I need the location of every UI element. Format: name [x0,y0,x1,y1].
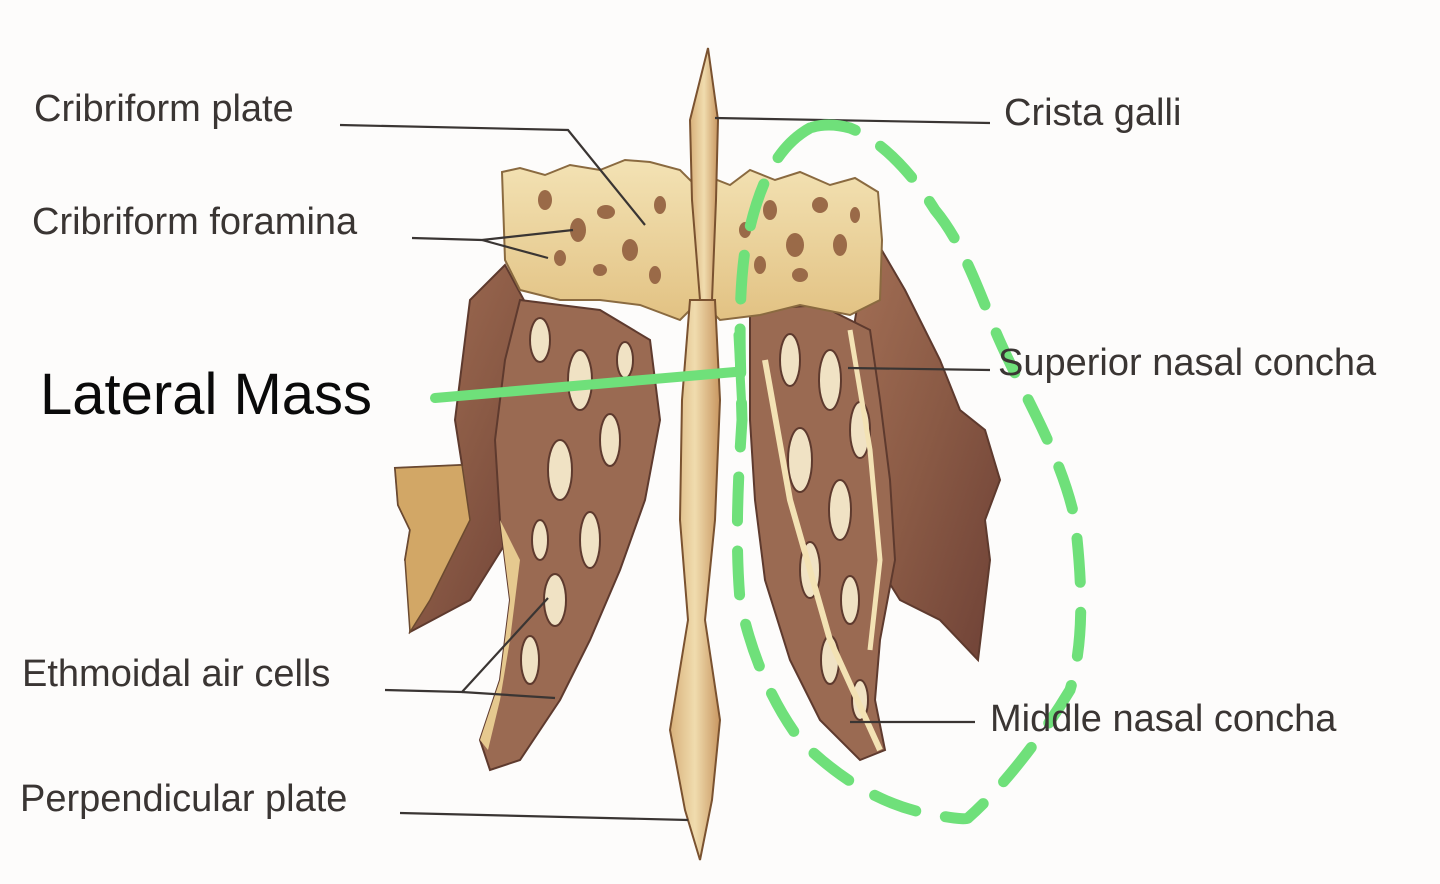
leader-crista-galli [714,116,991,125]
crista-galli-shape [688,47,720,301]
leader-ethmoidal-cells-2 [461,690,556,700]
cribriform-plate-shape [500,158,884,322]
leader-perpendicular-plate [399,811,689,822]
label-middle-nasal-concha: Middle nasal concha [990,698,1337,740]
label-cribriform-plate: Cribriform plate [34,88,294,130]
label-superior-nasal-concha: Superior nasal concha [998,342,1377,384]
leader-cribriform-plate [339,123,646,226]
label-crista-galli: Crista galli [1004,92,1182,134]
leader-lines [339,116,991,822]
left-air-cells [520,317,634,685]
label-ethmoidal-air-cells: Ethmoidal air cells [22,653,331,695]
leader-superior-concha [847,366,991,372]
perpendicular-plate-shape [668,299,722,861]
label-cribriform-foramina: Cribriform foramina [32,201,358,243]
leader-cribriform-foramina-2 [481,238,549,260]
label-perpendicular-plate: Perpendicular plate [20,778,348,820]
lateral-mass-pointer [430,367,740,403]
label-lateral-mass: Lateral Mass [40,362,373,427]
